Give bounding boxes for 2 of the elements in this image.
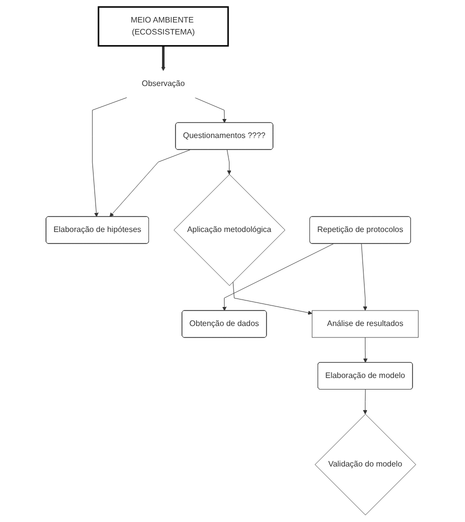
arrow (227, 150, 232, 175)
arrow (161, 46, 166, 71)
